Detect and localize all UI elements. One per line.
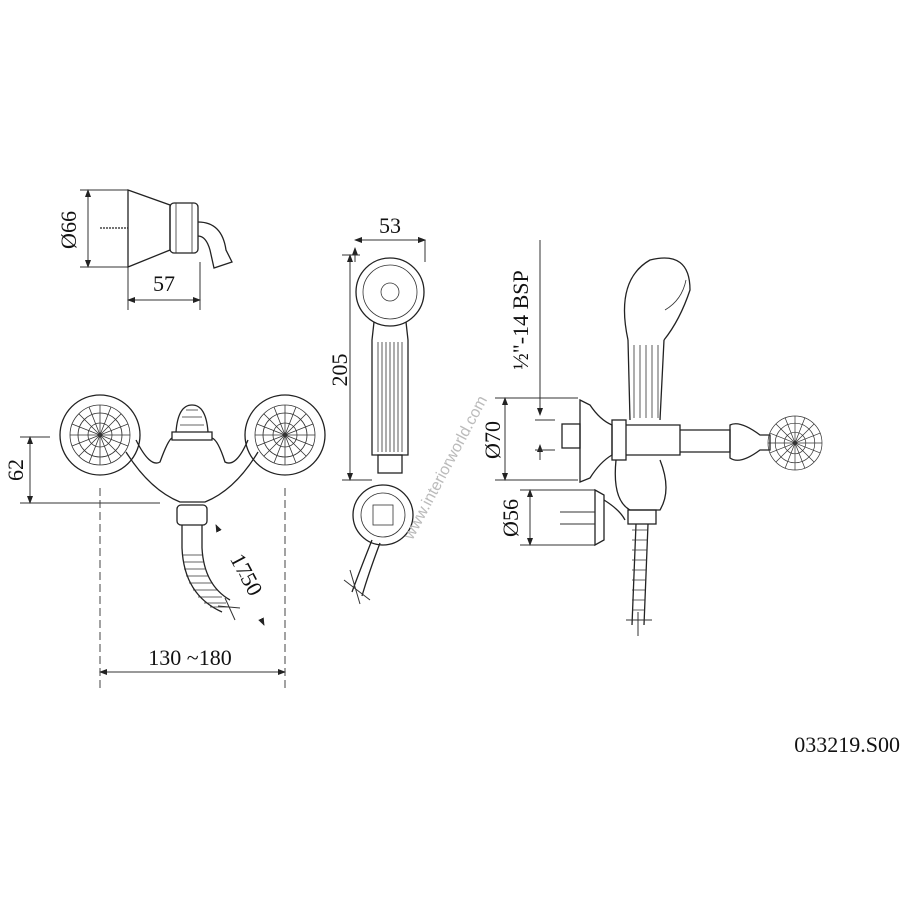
bracket-depth-label: 57 bbox=[153, 271, 175, 296]
watermark: www.interiorworld.com bbox=[400, 393, 491, 543]
holder-diameter-label: Ø56 bbox=[498, 499, 523, 537]
handshower-length-label: 205 bbox=[327, 354, 352, 387]
center-distance-label: 130 ~180 bbox=[148, 645, 231, 670]
wall-bracket-view: Ø66 57 bbox=[56, 189, 233, 310]
hose-length-label: 1750 bbox=[225, 549, 268, 600]
mixer-height-label: 62 bbox=[3, 459, 28, 481]
mixer-side-view: ½"-14 BSP Ø70 Ø56 bbox=[480, 240, 823, 636]
bracket-diameter-label: Ø66 bbox=[56, 211, 81, 249]
hand-shower-view: 53 205 bbox=[327, 213, 425, 605]
handshower-width-label: 53 bbox=[379, 213, 401, 238]
thread-label: ½"-14 BSP bbox=[508, 270, 533, 369]
mixer-front-view: 62 130 ~180 1750 bbox=[3, 394, 326, 690]
product-code: 033219.S00 bbox=[794, 732, 900, 757]
flange-diameter-label: Ø70 bbox=[480, 421, 505, 459]
